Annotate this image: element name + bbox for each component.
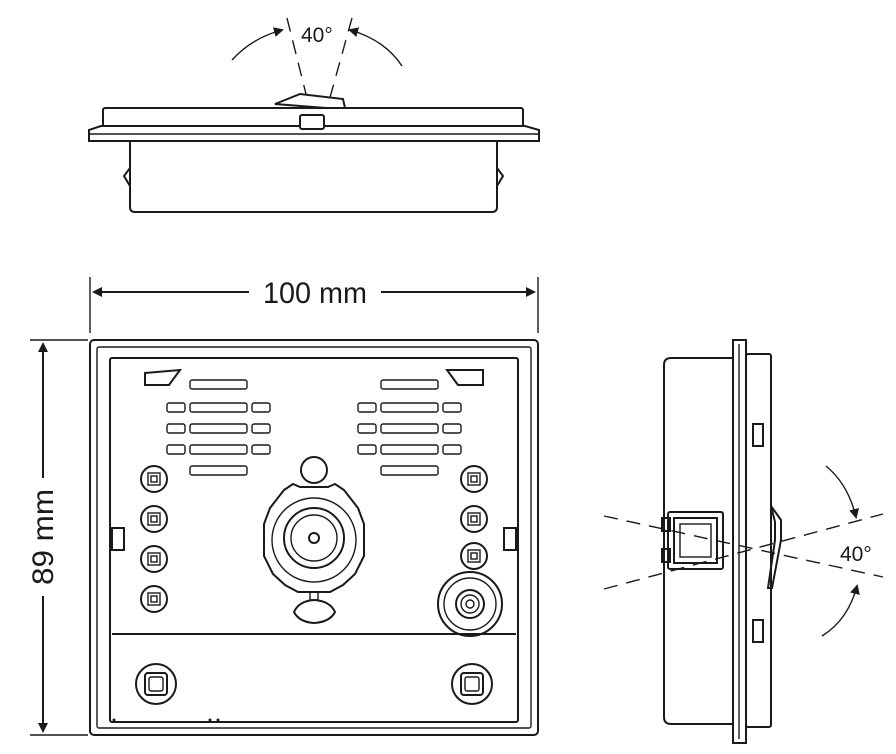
side-ray-b (603, 513, 884, 590)
top-body (129, 140, 498, 213)
top-angle-label: 40° (301, 24, 333, 47)
side-ray-a (603, 515, 884, 578)
top-camera-lens (299, 114, 325, 130)
side-angle-label: 40° (840, 543, 872, 566)
front-outer-frame (89, 339, 539, 736)
height-label: 89 mm (27, 489, 60, 585)
side-front-plate (745, 353, 772, 728)
side-angle-arc-top (825, 465, 859, 519)
front-inner-panel (109, 357, 519, 723)
screw-bottom-right (451, 663, 493, 705)
button-column-left (140, 465, 168, 613)
width-dimension: 100 mm (89, 277, 539, 333)
button-column-right (460, 465, 488, 570)
corner-tab-left (144, 368, 183, 386)
corner-tab-right (445, 369, 484, 386)
width-label: 100 mm (263, 277, 367, 310)
camera-microphone (292, 598, 337, 625)
top-angle-arc-left (231, 27, 284, 61)
camera-sensor (300, 456, 328, 484)
height-dimension: 89 mm (27, 339, 88, 736)
top-view: 40° (88, 17, 540, 213)
side-camera-bracket (667, 511, 724, 570)
top-camera-module (274, 92, 347, 109)
side-view: 40° (603, 339, 884, 744)
camera-assembly (263, 456, 365, 625)
speaker-grille-left (166, 379, 271, 476)
top-angle-arc-right (348, 27, 403, 67)
speaker-grille-right (357, 379, 462, 476)
front-view (89, 339, 539, 736)
side-angle-arc-bottom (821, 584, 860, 637)
call-button (437, 571, 503, 637)
screw-bottom-left (135, 663, 177, 705)
